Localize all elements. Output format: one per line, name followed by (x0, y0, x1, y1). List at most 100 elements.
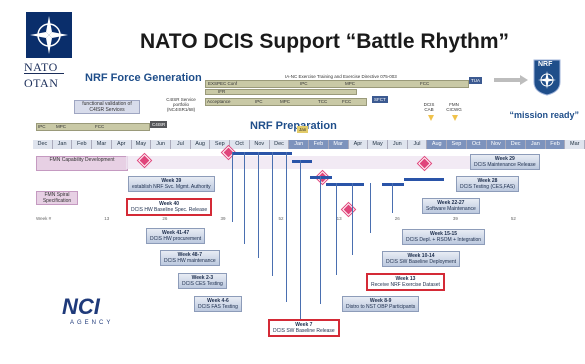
cicwg-marker-icon (452, 115, 458, 121)
week-tick: 13 (336, 216, 342, 221)
nato-logo (26, 12, 72, 58)
week-number: Week 8-9 (369, 298, 392, 304)
month-cell: Jul (171, 140, 191, 149)
exspec-bar (205, 80, 469, 88)
week-text: DCIS HW maintenance (164, 258, 216, 264)
fcc3-label: FCC (95, 124, 105, 129)
connector-line (392, 183, 393, 213)
week-number: Week 4-6 (207, 298, 229, 304)
nci-agency-logo: NCI AGENCY (62, 294, 132, 326)
connector-line (300, 160, 301, 326)
month-cell: Nov (486, 140, 507, 149)
week-number: Week 10-14 (407, 253, 435, 259)
tcc-label: TCC (318, 99, 328, 104)
week-number: Week 29 (494, 156, 515, 162)
blue-segment (292, 160, 312, 163)
week-text: DCIS CES Testing (182, 281, 223, 287)
preparation-title: NRF Preparation (250, 120, 337, 132)
week-tick: 39 (220, 216, 226, 221)
functional-validation-note: functional validation of C4ISR Services (74, 100, 140, 114)
month-cell: Aug (427, 140, 448, 149)
nato-divider (24, 73, 64, 74)
connector-line (286, 152, 287, 302)
force-generation-title: NRF Force Generation (85, 72, 202, 84)
connector-line (232, 152, 233, 222)
month-cell: Sep (447, 140, 467, 149)
nrf-badge-label: NRF (538, 61, 553, 68)
exspec-label: EXSPEC Conf (208, 81, 238, 86)
tua-badge: TUA (469, 77, 482, 84)
week-tick: 26 (394, 216, 400, 221)
otan-text: OTAN (24, 76, 59, 90)
month-cell: Jun (387, 140, 408, 149)
month-cell: Oct (230, 140, 250, 149)
month-cell: Apr (348, 140, 369, 149)
week-number: Week 48-7 (177, 252, 203, 258)
week-text: Distro to NST OBP Participants (346, 304, 416, 310)
connector-line (258, 152, 259, 258)
fcc2-label: FCC (342, 99, 352, 104)
week-text: DCIS HW Baseline Spec. Release (131, 207, 208, 213)
connector-line (336, 183, 337, 275)
week-tick: 26 (162, 216, 168, 221)
month-cell: Mar (565, 140, 585, 149)
ifr-bar (205, 89, 357, 95)
week-number: Week 7 (295, 322, 313, 328)
week-text: DCIS Depl. + RSOM + Integration (406, 237, 482, 243)
month-cell: Jan (289, 140, 310, 149)
month-cell: Nov (249, 140, 270, 149)
week-tick: 52 (510, 216, 516, 221)
week-text: Receive NRF Exercise Dataset (371, 282, 440, 288)
page-title: NATO DCIS Support “Battle Rhythm” (140, 30, 510, 53)
week-number: Week 40 (159, 201, 180, 207)
connector-line (272, 152, 273, 276)
month-cell: Dec (33, 140, 53, 149)
month-cell: Aug (190, 140, 211, 149)
week-number: Week 2-3 (191, 275, 214, 281)
week-text: DCIS Testing (CES,FAS) (460, 184, 515, 190)
month-cell: Feb (545, 140, 566, 149)
week-tick: 39 (452, 216, 458, 221)
ipc1-label: IPC (300, 81, 308, 86)
nrf-badge-icon: NRF (532, 58, 562, 96)
week-tick: Week # (36, 216, 52, 221)
mpc3-label: MPC (56, 124, 66, 129)
week-number: Week 39 (161, 178, 182, 184)
sfct-badge: SFCT (372, 96, 388, 103)
month-cell: Mar (328, 140, 349, 149)
cab-marker-icon (428, 115, 434, 121)
week-text: DCIS FAS Testing (198, 304, 238, 310)
month-cell: Apr (111, 140, 132, 149)
week-text: DCIS SW Baseline Deployment (386, 259, 457, 265)
month-cell: Feb (72, 140, 93, 149)
week-number: Week 28 (477, 178, 498, 184)
c4isr-portfolio-label: C4ISR Service portfolio (NC4ISR1/68) (166, 97, 196, 112)
month-cell: Mar (92, 140, 112, 149)
week-text: DCIS HW procurement (150, 236, 202, 242)
jan-badge: Jan (297, 126, 309, 133)
month-cell: Jan (52, 140, 73, 149)
month-cell: May (131, 140, 152, 149)
week-number: Week 41-47 (161, 230, 190, 236)
month-cell: Feb (309, 140, 329, 149)
month-cell: Oct (466, 140, 487, 149)
capability-band (126, 156, 536, 169)
week-number: Week 13 (395, 276, 416, 282)
ifr-label: IFR (218, 89, 226, 94)
week-number: Week 22-27 (437, 200, 465, 206)
week-text: DCIS Maintenance Release (474, 162, 536, 168)
fmn-cicwg-label: FMN CICWG (446, 102, 462, 112)
